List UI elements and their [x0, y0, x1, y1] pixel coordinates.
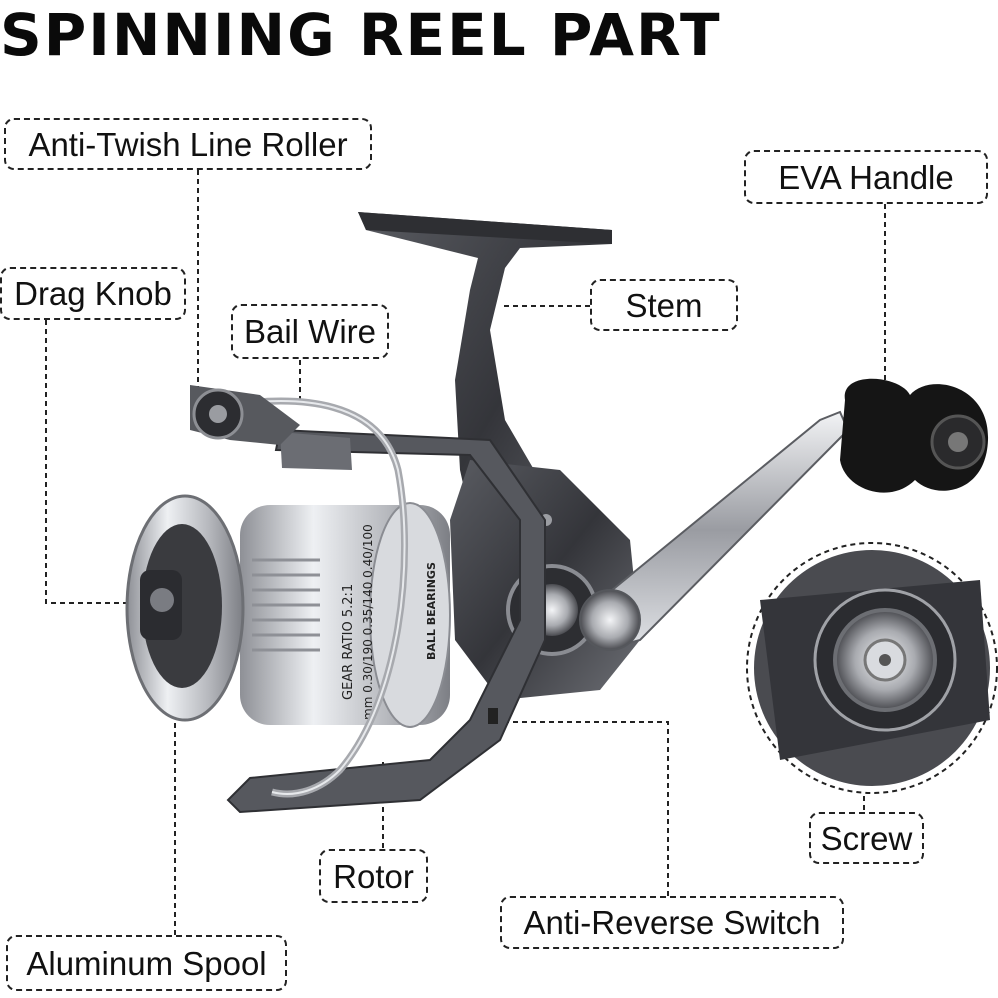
label-screw: Screw: [809, 812, 924, 864]
bearings-text: BALL BEARINGS: [425, 562, 438, 660]
label-stem: Stem: [590, 279, 738, 331]
line-capacity-text: mm 0.30/190 0.35/140 0.40/100: [361, 524, 375, 720]
aluminum-spool: [125, 494, 451, 728]
label-drag-knob: Drag Knob: [0, 267, 186, 320]
leader-lines: [45, 170, 886, 935]
bail-wire: [229, 397, 409, 798]
page-title: SPINNING REEL PART: [0, 1, 722, 69]
label-bail-wire: Bail Wire: [231, 304, 389, 359]
drag-knob: [140, 570, 182, 640]
eva-handle-knob: [840, 378, 989, 493]
line-roller: [190, 385, 300, 445]
label-anti-twist-line-roller: Anti-Twish Line Roller: [4, 118, 372, 170]
spool-printing: GEAR RATIO 5.2:1 mm 0.30/190 0.35/140 0.…: [341, 524, 438, 720]
screw-inset: [746, 542, 998, 794]
label-eva-handle: EVA Handle: [744, 150, 988, 204]
label-aluminum-spool: Aluminum Spool: [6, 935, 287, 991]
anti-reverse-switch: [488, 708, 498, 724]
rotor: [226, 428, 546, 814]
gear-ratio-text: GEAR RATIO 5.2:1: [341, 584, 356, 700]
label-rotor: Rotor: [319, 849, 428, 903]
label-anti-reverse-switch: Anti-Reverse Switch: [500, 896, 844, 949]
